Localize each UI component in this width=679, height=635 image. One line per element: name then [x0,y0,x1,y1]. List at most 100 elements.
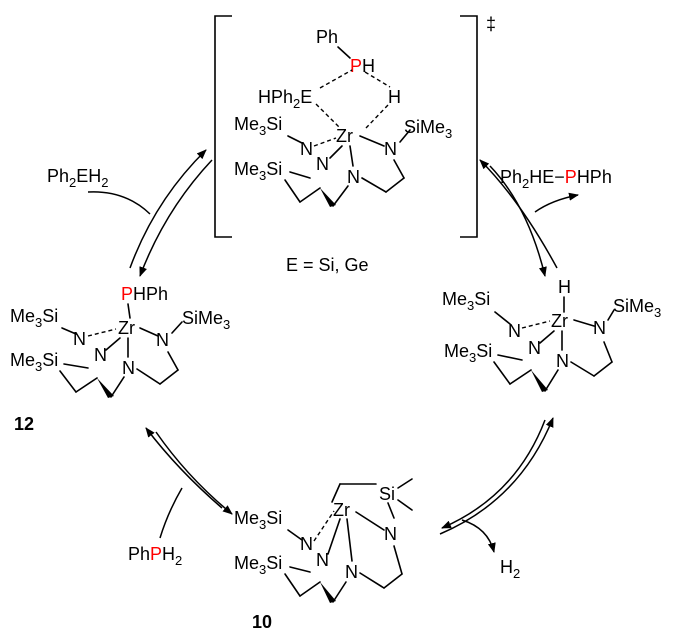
amide-n-center: N [316,550,329,570]
equilibrium-arrow-right [479,159,558,277]
ph-p-bond [337,46,351,59]
backbone-5 [385,177,405,193]
me3si-lower-label: Me3Si [444,341,492,365]
si-me-bond-1 [397,478,413,489]
amide-n-center: N [528,338,541,358]
backbone-5 [593,361,613,377]
me3si-upper-label: Me3Si [10,306,58,330]
me3si-lower-label: Me3Si [234,553,282,577]
backbone-2 [299,581,321,597]
wedge-bond [531,370,548,392]
bracket-left [214,15,232,238]
reverse-arrow [441,419,546,529]
reagent-in-curve [159,487,183,539]
si-n-bond [494,311,511,325]
si-n-center-bond [289,566,311,573]
complex-10: Si Me3Si Zr N N Me3Si N N 10 [234,478,413,632]
amide-n-right: N [384,139,397,159]
si-n-center-bond [289,171,311,179]
amine-n-bottom: N [345,562,358,582]
zr-n-bond [139,327,159,337]
forward-arrow [145,427,223,509]
backbone-3 [332,581,347,603]
amide-n-left: N [73,329,86,349]
reverse-arrow [155,431,233,515]
amide-n-right: N [593,318,606,338]
reagent-phph2: PhPH2 [128,487,183,568]
backbone-2 [299,187,321,203]
wedge-bond [97,378,114,398]
dagger-symbol: ‡ [486,14,496,34]
backbone-4 [361,177,387,193]
zirconium-atom: Zr [336,126,353,146]
backbone-4 [570,361,595,377]
e-zr-partial-bond [315,103,341,129]
n-si-bond [171,321,183,334]
hydride-label: H [388,87,401,107]
compound-number-12: 12 [14,414,34,434]
complex-12: PHPh Me3Si Zr N N SiMe3 Me3Si N N 12 [10,284,230,434]
hph2e-label: HPh2E [258,87,312,111]
wedge-bond [320,582,336,603]
backbone-1 [284,573,301,597]
transition-state: ‡ Ph PH HPh2E H Zr Me3Si N N SiMe3 Me3Si… [214,14,496,275]
amine-n-bottom: N [347,167,360,187]
h-zr-partial-bond [365,104,389,129]
h2-release: H2 [461,519,520,581]
backbone-6 [603,341,613,363]
n-zr-dative [521,320,551,329]
zirconium-atom: Zr [333,500,350,520]
ph2he-phph-label: Ph2HE−PHPh [500,167,612,191]
reverse-arrow [489,165,547,277]
hydride-label: H [558,277,571,297]
product-ph2he-phph: Ph2HE−PHPh [500,167,612,213]
ch2-zr-bond [331,483,341,503]
phosphido-atom: PHPh [121,284,168,304]
backbone-5 [159,369,179,385]
backbone-4 [359,572,385,589]
equilibrium-arrow-bottom-right [439,417,554,535]
reverse-arrow [139,159,213,277]
backbone-5 [383,573,403,589]
me3si-lower-label: Me3Si [234,159,282,183]
forward-arrow [129,149,207,269]
zr-n-center-bond [329,145,343,159]
ph2eh2-label: Ph2EH2 [47,166,109,190]
backbone-6 [393,545,403,575]
forward-arrow [439,417,554,535]
amide-n-right: N [384,524,397,544]
backbone-4 [136,368,161,385]
n-zr-dative [87,328,117,337]
zr-n-center-bond [327,518,341,555]
backbone-3 [544,369,559,392]
me3si-upper-label: Me3Si [234,508,282,532]
backbone-3 [332,185,349,207]
p-zr-bond [127,303,131,319]
n-zr-dative [313,510,335,542]
product-out-curve [534,192,579,213]
backbone-2 [75,377,98,393]
backbone-6 [393,159,405,179]
backbone-1 [493,361,511,385]
amine-n-bottom: N [122,358,135,378]
zr-n-bond [355,511,385,531]
si-n-center-bond [63,363,89,369]
amide-n-left: N [300,139,313,159]
ring-silicon-atom: Si [379,484,395,504]
reagent-ph2eh2: Ph2EH2 [47,166,151,215]
zirconium-atom: Zr [551,311,568,331]
backbone-2 [509,369,532,385]
phosphorus-atom: PH [350,56,375,76]
equilibrium-arrow-left [129,149,213,277]
amide-n-left: N [508,321,521,341]
h2-label: H2 [500,557,520,581]
si-n-bond [287,135,303,144]
si-n-center-bond [497,354,523,361]
backbone-1 [59,370,77,393]
zr-n-bottom-bond [349,145,354,167]
zirconium-atom: Zr [118,318,135,338]
e-p-partial-bond [319,69,353,89]
me3si-lower-label: Me3Si [10,350,58,374]
